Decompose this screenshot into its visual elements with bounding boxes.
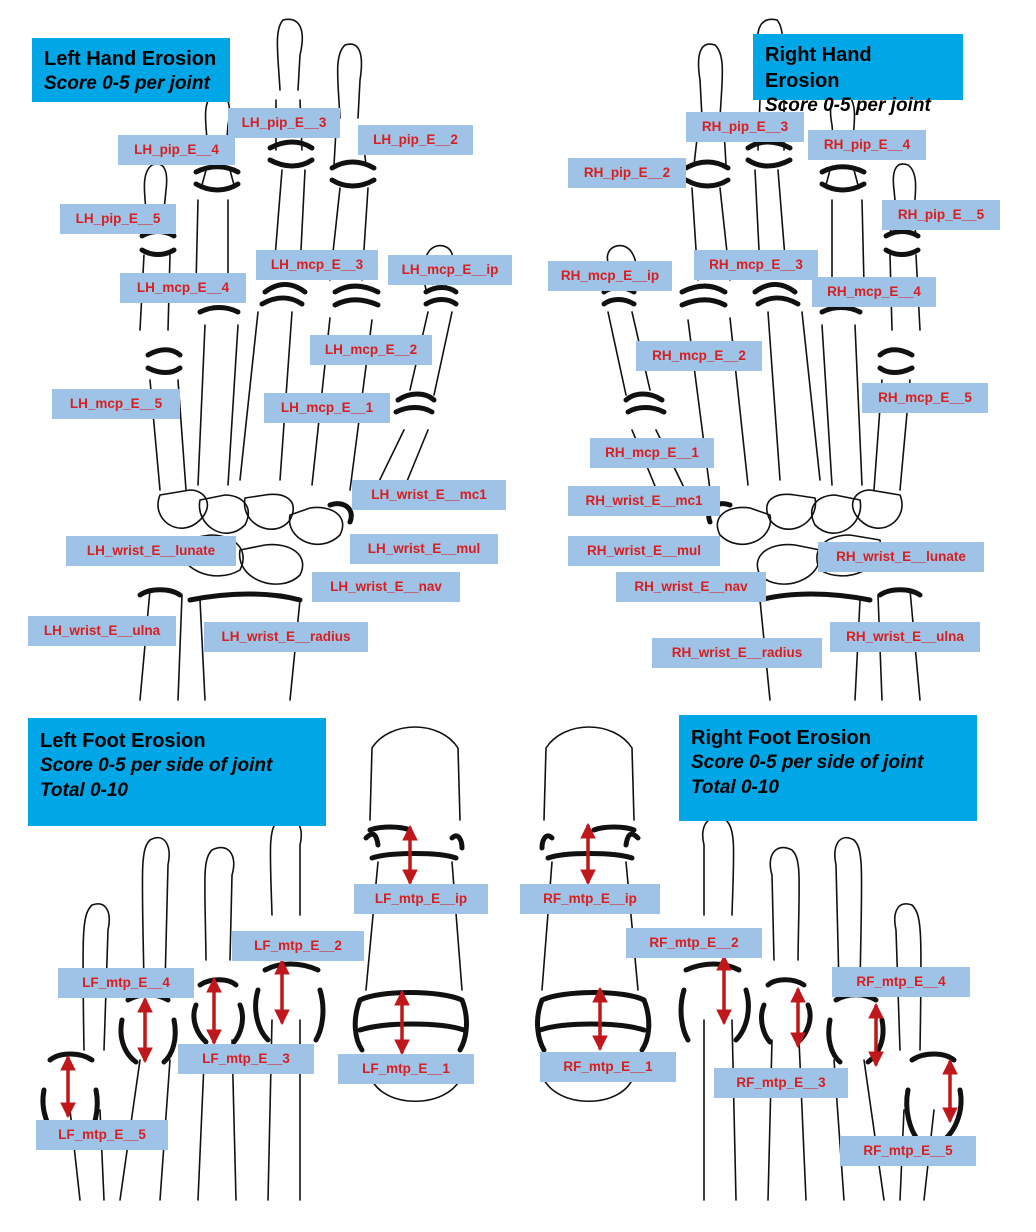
label-lh-mcp-e-2: LH_mcp_E__2 bbox=[310, 335, 432, 365]
left-hand-title: Left Hand Erosion Score 0-5 per joint bbox=[32, 38, 230, 102]
label-rf-mtp-e-4: RF_mtp_E__4 bbox=[832, 967, 970, 997]
label-lf-mtp-e-5: LF_mtp_E__5 bbox=[36, 1120, 168, 1150]
label-lh-wrist-e-ulna: LH_wrist_E__ulna bbox=[28, 616, 176, 646]
label-lf-mtp-e-1: LF_mtp_E__1 bbox=[338, 1054, 474, 1084]
label-rh-mcp-e-4: RH_mcp_E__4 bbox=[812, 277, 936, 307]
label-rh-wrist-e-mul: RH_wrist_E__mul bbox=[568, 536, 720, 566]
label-lh-wrist-e-lunate: LH_wrist_E__lunate bbox=[66, 536, 236, 566]
label-rf-mtp-e-3: RF_mtp_E__3 bbox=[714, 1068, 848, 1098]
label-rf-mtp-e-1: RF_mtp_E__1 bbox=[540, 1052, 676, 1082]
label-rh-mcp-e-1: RH_mcp_E__1 bbox=[590, 438, 714, 468]
label-rh-wrist-e-radius: RH_wrist_E__radius bbox=[652, 638, 822, 668]
left-foot-title-total: Total 0-10 bbox=[40, 779, 128, 801]
left-foot-drawing bbox=[40, 726, 469, 1201]
label-lh-pip-e-3: LH_pip_E__3 bbox=[228, 108, 340, 138]
label-rf-mtp-e-ip: RF_mtp_E__ip bbox=[520, 884, 660, 914]
left-hand-title-main: Left Hand Erosion bbox=[44, 48, 217, 70]
label-rh-mcp-e-5: RH_mcp_E__5 bbox=[862, 383, 988, 413]
label-lf-mtp-e-3: LF_mtp_E__3 bbox=[178, 1044, 314, 1074]
left-foot-title-main: Left Foot Erosion bbox=[40, 730, 206, 752]
joint-arrows bbox=[60, 822, 958, 1124]
label-lh-mcp-e-4: LH_mcp_E__4 bbox=[120, 273, 246, 303]
right-hand-title: Right Hand Erosion Score 0-5 per joint bbox=[753, 34, 963, 116]
right-hand-title-sub: Score 0-5 per joint bbox=[765, 95, 931, 116]
label-lh-wrist-e-nav: LH_wrist_E__nav bbox=[312, 572, 460, 602]
label-rf-mtp-e-2: RF_mtp_E__2 bbox=[626, 928, 762, 958]
label-rh-wrist-e-mc1: RH_wrist_E__mc1 bbox=[568, 486, 720, 516]
label-lh-pip-e-4: LH_pip_E__4 bbox=[118, 135, 235, 165]
right-foot-title: Right Foot Erosion Score 0-5 per side of… bbox=[679, 715, 977, 821]
right-foot-title-total: Total 0-10 bbox=[691, 776, 779, 798]
left-foot-title: Left Foot Erosion Score 0-5 per side of … bbox=[28, 718, 326, 826]
left-hand-title-sub: Score 0-5 per joint bbox=[44, 73, 210, 94]
label-lh-pip-e-2: LH_pip_E__2 bbox=[358, 125, 473, 155]
right-foot-title-main: Right Foot Erosion bbox=[691, 727, 871, 749]
label-rf-mtp-e-5: RF_mtp_E__5 bbox=[840, 1136, 976, 1166]
label-rh-pip-e-5: RH_pip_E__5 bbox=[882, 200, 1000, 230]
label-lh-wrist-e-radius: LH_wrist_E__radius bbox=[204, 622, 368, 652]
label-rh-mcp-e-3: RH_mcp_E__3 bbox=[694, 250, 818, 280]
label-lh-mcp-e-3: LH_mcp_E__3 bbox=[256, 250, 378, 280]
label-lf-mtp-e-4: LF_mtp_E__4 bbox=[58, 968, 194, 998]
label-lh-pip-e-5: LH_pip_E__5 bbox=[60, 204, 176, 234]
label-lf-mtp-e-ip: LF_mtp_E__ip bbox=[354, 884, 488, 914]
label-lh-wrist-e-mc1: LH_wrist_E__mc1 bbox=[352, 480, 506, 510]
label-rh-mcp-e-ip: RH_mcp_E__ip bbox=[548, 261, 672, 291]
label-rh-pip-e-3: RH_pip_E__3 bbox=[686, 112, 804, 142]
label-rh-mcp-e-2: RH_mcp_E__2 bbox=[636, 341, 762, 371]
label-lh-mcp-e-ip: LH_mcp_E__ip bbox=[388, 255, 512, 285]
label-lh-wrist-e-mul: LH_wrist_E__mul bbox=[350, 534, 498, 564]
label-rh-pip-e-4: RH_pip_E__4 bbox=[808, 130, 926, 160]
label-rh-wrist-e-nav: RH_wrist_E__nav bbox=[616, 572, 766, 602]
label-rh-wrist-e-lunate: RH_wrist_E__lunate bbox=[818, 542, 984, 572]
label-lh-mcp-e-5: LH_mcp_E__5 bbox=[52, 389, 180, 419]
left-foot-title-sub: Score 0-5 per side of joint bbox=[40, 755, 273, 776]
label-lh-mcp-e-1: LH_mcp_E__1 bbox=[264, 393, 390, 423]
right-hand-title-main: Right Hand Erosion bbox=[765, 44, 872, 92]
label-rh-pip-e-2: RH_pip_E__2 bbox=[568, 158, 686, 188]
right-foot-title-sub: Score 0-5 per side of joint bbox=[691, 752, 924, 773]
label-rh-wrist-e-ulna: RH_wrist_E__ulna bbox=[830, 622, 980, 652]
label-lf-mtp-e-2: LF_mtp_E__2 bbox=[232, 931, 364, 961]
